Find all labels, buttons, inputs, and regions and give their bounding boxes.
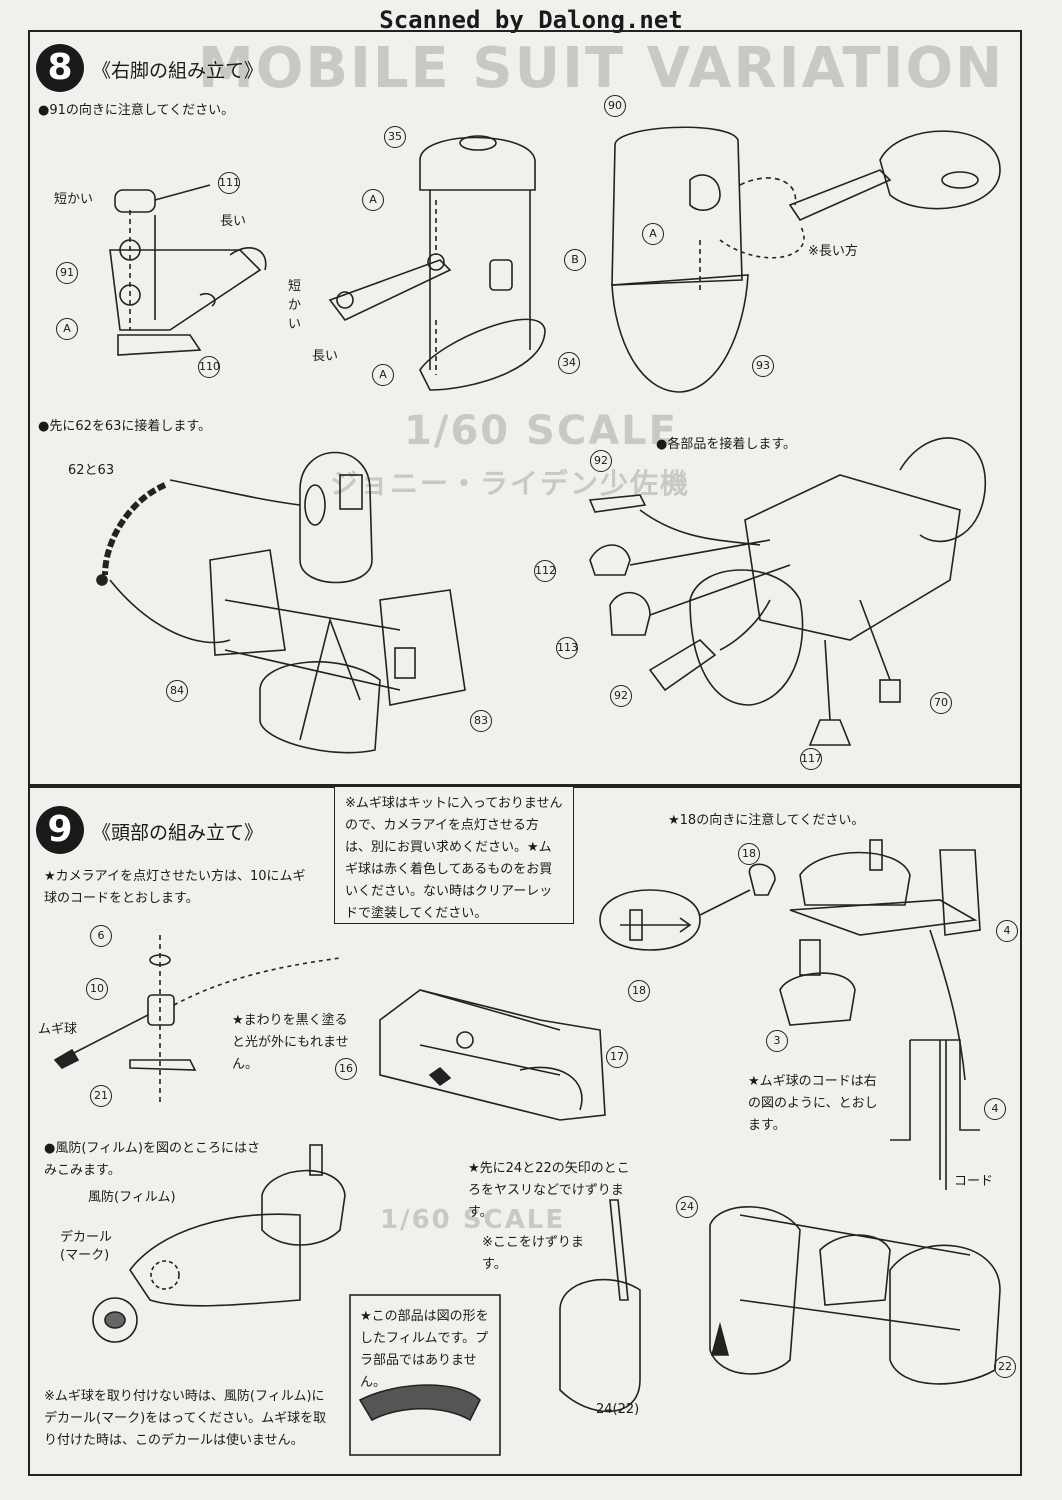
camera-eye-drawing [53, 935, 341, 1105]
label-windshield: 風防(フィルム) [88, 1190, 176, 1205]
section8-frame [28, 30, 1022, 786]
section8-title: 《右脚の組み立て》 [92, 60, 264, 82]
watermark-mid-jp: ジョニー・ライデン少佐機 [330, 467, 691, 500]
scan-credit: Scanned by Dalong.net [379, 6, 683, 34]
head-mechanism-drawing [599, 839, 981, 1190]
ref-a4: A [642, 223, 664, 245]
part-91: 91 [56, 262, 78, 284]
note-windshield: ●風防(フィルム)を図のところにはさみこみます。 [44, 1141, 260, 1178]
part-6: 6 [90, 925, 112, 947]
leg-shell-drawing [328, 135, 546, 391]
note-file: ★先に24と22の矢印のところをヤスリなどでけずります。 [468, 1161, 630, 1220]
label-long-side-b: 長い [312, 349, 339, 364]
label-short-side: 短かい [54, 192, 94, 207]
section9-number: 9 [36, 806, 84, 854]
part-16: 16 [335, 1058, 357, 1080]
ref-a1: A [56, 318, 78, 340]
part-34: 34 [558, 352, 580, 374]
part-111: 111 [218, 172, 240, 194]
note-shave: ※ここをけずります。 [482, 1235, 584, 1272]
note-cord: ★ムギ球のコードは右の図のように、とおします。 [748, 1074, 878, 1133]
head-frame-drawing [379, 989, 606, 1121]
part-110: 110 [198, 356, 220, 378]
foot-assembly-drawing [588, 437, 986, 746]
part-92-b: 92 [610, 685, 632, 707]
part-70: 70 [930, 692, 952, 714]
label-mark: (マーク) [60, 1248, 110, 1263]
part-18-a: 18 [738, 843, 760, 865]
part-10: 10 [86, 978, 108, 1000]
part-113: 113 [556, 637, 578, 659]
ref-b: B [564, 249, 586, 271]
part-117: 117 [800, 748, 822, 770]
part-17: 17 [606, 1046, 628, 1068]
label-mugi: ムギ球 [38, 1022, 78, 1037]
note-camera-eye: ★カメラアイを点灯させたい方は、10にムギ球のコードをとおします。 [44, 869, 306, 906]
part-93: 93 [752, 355, 774, 377]
part-22: 22 [994, 1356, 1016, 1378]
label-62-63: 62と63 [68, 463, 115, 478]
part-24: 24 [676, 1196, 698, 1218]
knee-assembly-drawing [96, 451, 466, 754]
part-18-b: 18 [628, 980, 650, 1002]
note-part18: ★18の向きに注意してください。 [668, 813, 865, 828]
section8-note-62: ●先に62を63に接着します。 [38, 419, 212, 434]
mugi-notice-box: ※ムギ球はキットに入っておりませんので、カメラアイを点灯させる方は、別にお買い求… [334, 786, 574, 924]
label-long-side: 長い [220, 214, 247, 229]
windshield-drawing [92, 1144, 501, 1456]
section9-title: 《頭部の組み立て》 [92, 822, 264, 844]
label-short-side-b: 短かい [288, 279, 302, 332]
part-92-a: 92 [590, 450, 612, 472]
part-4-a: 4 [996, 920, 1018, 942]
part-35: 35 [384, 126, 406, 148]
watermark-bottom: 1/60 SCALE [380, 1205, 566, 1235]
part-84: 84 [166, 680, 188, 702]
part-4-b: 4 [984, 1098, 1006, 1120]
film-part-box: ★この部品は図の形をしたフィルムです。プラ部品ではありません。 [360, 1309, 489, 1390]
label-decal: デカール [60, 1230, 113, 1245]
label-cord: コード [954, 1174, 994, 1189]
part-90: 90 [604, 95, 626, 117]
note-decal: ※ムギ球を取り付けない時は、風防(フィルム)にデカール(マーク)をはってください… [44, 1389, 327, 1448]
section8-note-glue: ●各部品を接着します。 [656, 437, 797, 452]
leg-armor-drawing [611, 126, 1001, 393]
label-long-side-note: ※長い方 [808, 244, 858, 259]
watermark-mid-left: 1/60 SCALE [404, 408, 678, 454]
section8-number: 8 [36, 44, 84, 92]
part-83: 83 [470, 710, 492, 732]
part-3: 3 [766, 1030, 788, 1052]
head-shell-drawing [559, 1199, 1001, 1413]
ref-a3: A [372, 364, 394, 386]
section8-note-91: ●91の向きに注意してください。 [38, 103, 235, 118]
ref-a2: A [362, 189, 384, 211]
note-paint-black: ★まわりを黒く塗ると光が外にもれません。 [232, 1013, 349, 1072]
part-112: 112 [534, 560, 556, 582]
watermark-top: MOBILE SUIT VARIATION [198, 36, 1004, 101]
part-21: 21 [90, 1085, 112, 1107]
leg-frame-drawing [109, 184, 267, 356]
